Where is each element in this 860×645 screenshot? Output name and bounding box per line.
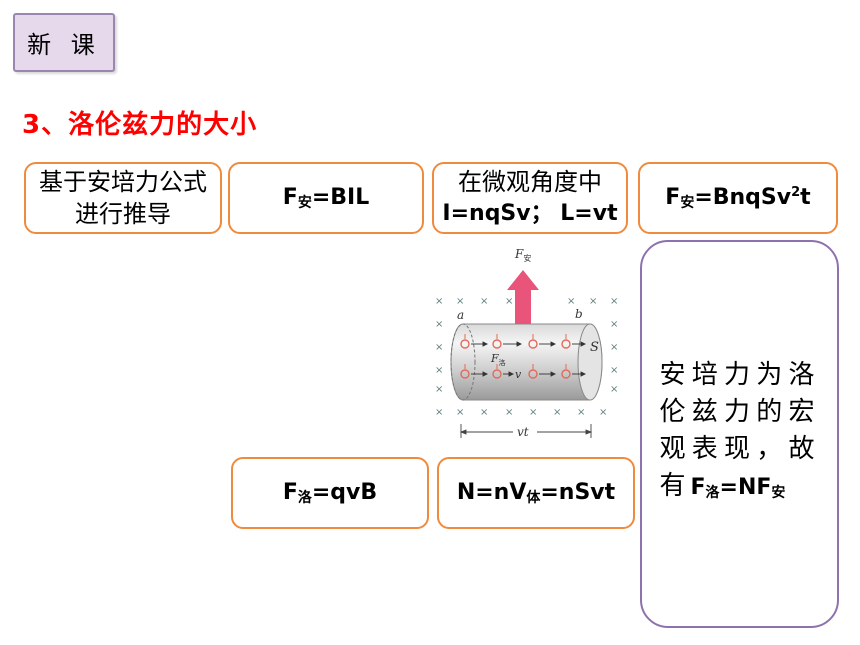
svg-text:×: × [529, 407, 537, 418]
svg-text:×: × [480, 296, 488, 307]
total-force-box: F安=BnqSv2t [638, 162, 838, 234]
conclusion-text: 安培力为洛伦兹力的宏观表现，故有F洛=NF安 [659, 359, 820, 501]
svg-text:×: × [610, 342, 618, 353]
moving-charges [460, 339, 571, 379]
length-label: vt [517, 425, 529, 439]
svg-text:×: × [435, 365, 443, 376]
lorentz-force-ticks [464, 334, 567, 369]
svg-text:×: × [435, 384, 443, 395]
lorentz-force-box: F洛=qvB [231, 457, 429, 529]
ampere-force-box: F安=BIL [228, 162, 424, 234]
svg-text:×: × [567, 296, 575, 307]
svg-text:×: × [456, 407, 464, 418]
velocity-label: v [515, 368, 522, 381]
svg-text:×: × [505, 407, 513, 418]
svg-text:×: × [435, 342, 443, 353]
svg-text:×: × [435, 319, 443, 330]
svg-text:×: × [599, 407, 607, 418]
svg-text:×: × [505, 296, 513, 307]
area-s-label: S [590, 340, 599, 355]
conclusion-box: 安培力为洛伦兹力的宏观表现，故有F洛=NF安 [640, 240, 839, 628]
micro-view-box: 在微观角度中 I=nqSv； L=vt [432, 162, 628, 234]
svg-text:×: × [610, 365, 618, 376]
conductor-cylinder [450, 323, 603, 401]
micro-view-title: 在微观角度中 [458, 168, 602, 196]
svg-text:×: × [456, 296, 464, 307]
ampere-force-formula: F安=BIL [282, 184, 370, 211]
ampere-force-label: F安 [514, 247, 531, 263]
lesson-tag: 新 课 [13, 13, 115, 72]
svg-text:×: × [435, 296, 443, 307]
charge-count-formula: N=nV体=nSvt [456, 479, 616, 506]
derive-basis-box: 基于安培力公式进行推导 [24, 162, 222, 234]
magnetic-field-marks: × × × × × × × × × × × × × × × × × × × × × × × [435, 296, 618, 418]
length-marker [459, 424, 593, 438]
micro-view-formula: I=nqSv； L=vt [442, 201, 618, 226]
end-b-label: b [575, 307, 583, 321]
end-a-label: a [457, 308, 464, 322]
svg-text:×: × [577, 407, 585, 418]
svg-text:×: × [480, 407, 488, 418]
ampere-force-arrow [507, 270, 539, 324]
svg-text:×: × [589, 296, 597, 307]
current-wire-diagram: × × × × × × × × × × × × × × × × × × × × × × × F安 a b S [435, 247, 618, 439]
svg-text:×: × [610, 296, 618, 307]
lorentz-force-formula: F洛=qvB [282, 479, 378, 506]
section-heading: 3、洛伦兹力的大小 [22, 110, 258, 140]
charge-count-box: N=nV体=nSvt [437, 457, 635, 529]
velocity-arrows [471, 341, 587, 377]
svg-text:×: × [610, 384, 618, 395]
svg-text:×: × [435, 407, 443, 418]
lesson-tag-label: 新 课 [27, 31, 101, 59]
lorentz-force-label: F洛 [490, 352, 506, 367]
svg-text:×: × [553, 407, 561, 418]
svg-text:×: × [610, 319, 618, 330]
total-force-formula: F安=BnqSv2t [665, 184, 811, 211]
derive-basis-text: 基于安培力公式进行推导 [39, 168, 207, 228]
